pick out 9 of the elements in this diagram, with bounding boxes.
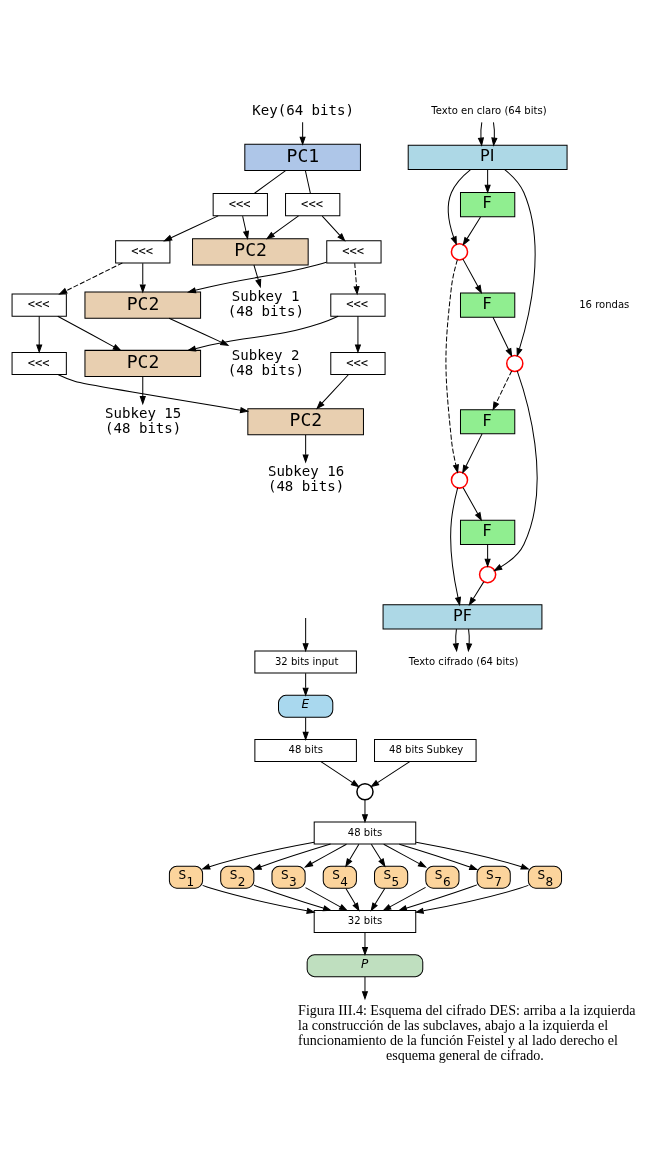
- node-text: Subkey 2 (48 bits): [227, 346, 304, 378]
- node-text: Subkey 15 (48 bits): [105, 404, 182, 437]
- node-text: Key(64 bits): [252, 101, 354, 118]
- node-text: Subkey 1 (48 bits): [227, 288, 304, 320]
- node-text: Texto en claro (64 bits): [431, 104, 547, 116]
- label: 16 rondas: [579, 298, 630, 310]
- node-text: Subkey 16 (48 bits): [267, 463, 345, 495]
- caption: Figura III.4: Esquema del cifrado DES: arriba a la izquierda la construcción de las subclaves, abajo a la izquierda el funcionamiento de la función Feistel y al lado derecho el esquema general de cifrado.: [298, 1001, 636, 1064]
- node-text: Texto cifrado (64 bits): [408, 655, 519, 667]
